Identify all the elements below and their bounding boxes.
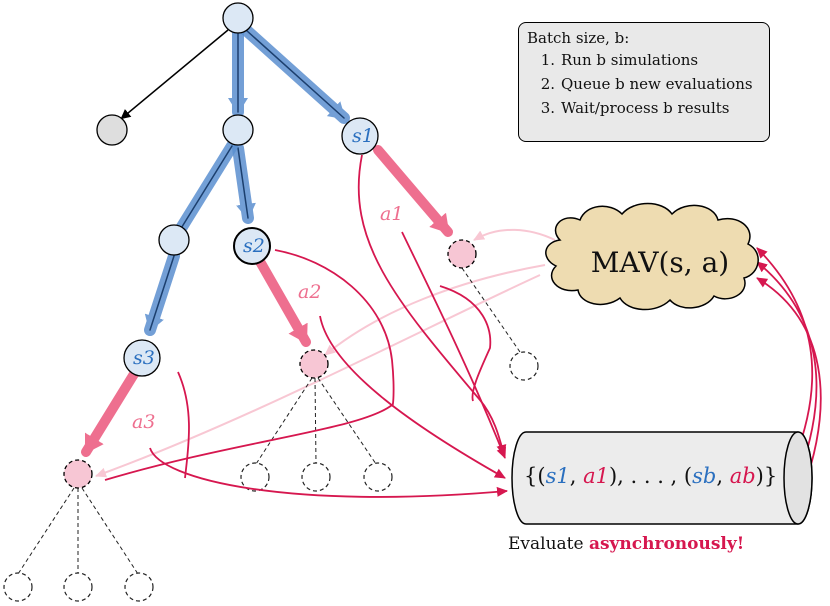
label-a2: a2 xyxy=(298,281,321,303)
pending-node xyxy=(299,349,329,379)
caption: Evaluate asynchronously! xyxy=(508,534,808,554)
pending-node xyxy=(63,459,93,489)
node-s2 xyxy=(233,227,271,265)
queue-s1: s1 xyxy=(545,464,570,488)
queue-middle: ), . . . , ( xyxy=(608,464,693,488)
label-s1: s1 xyxy=(352,125,374,147)
batch-title: Batch size, b: xyxy=(527,29,630,47)
caption-prefix: Evaluate xyxy=(508,534,589,554)
evaluation-lines xyxy=(104,154,508,498)
dashed-expansions xyxy=(17,267,521,575)
label-a3: a3 xyxy=(132,411,155,433)
node xyxy=(222,114,254,146)
child-node xyxy=(509,351,539,381)
tree-edges xyxy=(120,29,229,120)
batch-step: 1.Run b simulations xyxy=(540,51,699,69)
node xyxy=(158,224,190,256)
leaf-node xyxy=(96,114,128,146)
queue-a1: a1 xyxy=(583,464,609,488)
node-s1 xyxy=(341,117,379,155)
batch-size-box: Batch size, b: 1.Run b simulations 2.Que… xyxy=(518,22,770,142)
batch-step: 3.Wait/process b results xyxy=(540,99,730,117)
queue-label: {(s1, a1), . . . , (sb, ab)} xyxy=(524,464,778,488)
child-node xyxy=(63,572,93,602)
queue-open: {( xyxy=(524,464,546,488)
child-node xyxy=(363,462,393,492)
mav-label: MAV(s, a) xyxy=(590,246,730,279)
tree-nodes xyxy=(63,2,477,489)
label-s3: s3 xyxy=(133,347,155,369)
evaluation-queue xyxy=(511,431,813,525)
queue-ab: ab xyxy=(729,464,756,488)
queue-close: )} xyxy=(755,464,778,488)
label-s2: s2 xyxy=(243,235,265,257)
root-node xyxy=(222,2,254,34)
caption-emphasis: asynchronously! xyxy=(588,534,745,554)
node-s3 xyxy=(123,339,161,377)
label-a1: a1 xyxy=(380,203,403,225)
child-node xyxy=(3,572,33,602)
selection-paths xyxy=(144,24,350,336)
child-node xyxy=(124,572,154,602)
mav-cloud xyxy=(545,202,759,311)
batch-steps: 1.Run b simulations 2.Queue b new evalua… xyxy=(527,51,761,117)
queue-sb: sb xyxy=(692,464,717,488)
action-arrows xyxy=(81,145,453,457)
mav-feedback-arrows xyxy=(95,228,556,478)
child-node xyxy=(301,462,331,492)
pending-node xyxy=(447,239,477,269)
return-arrows xyxy=(756,247,822,491)
unexpanded-children xyxy=(3,351,539,602)
batch-step: 2.Queue b new evaluations xyxy=(540,75,753,93)
child-node xyxy=(240,462,270,492)
